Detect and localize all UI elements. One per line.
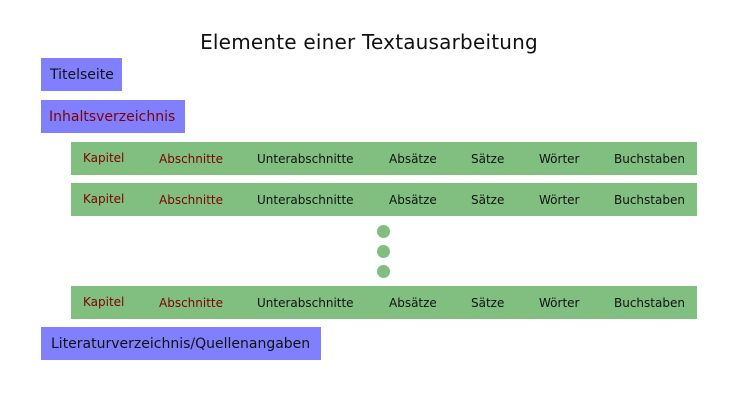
cell-buchstaben: Buchstaben: [614, 192, 685, 207]
cell-abschnitte: Abschnitte: [159, 192, 224, 207]
cell-woerter: Wörter: [539, 192, 580, 207]
row-2: Kapitel Abschnitte Unterabschnitte Absät…: [71, 183, 697, 216]
cell-absaetze: Absätze: [389, 295, 437, 310]
ellipsis-dot: [377, 225, 390, 238]
cell-kapitel: Kapitel: [83, 150, 125, 165]
cell-kapitel: Kapitel: [83, 191, 125, 206]
box-inhaltsverzeichnis: Inhaltsverzeichnis: [41, 100, 185, 133]
cell-woerter: Wörter: [539, 151, 580, 166]
ellipsis-dot: [377, 245, 390, 258]
diagram-title: Elemente einer Textausarbeitung: [200, 30, 538, 54]
row-3: Kapitel Abschnitte Unterabschnitte Absät…: [71, 286, 697, 319]
box-literaturverzeichnis-label: Literaturverzeichnis/Quellenangaben: [51, 335, 311, 352]
box-literaturverzeichnis: Literaturverzeichnis/Quellenangaben: [41, 327, 321, 360]
cell-saetze: Sätze: [471, 151, 505, 166]
cell-unterabschnitte: Unterabschnitte: [257, 295, 354, 310]
ellipsis-dot: [377, 265, 390, 278]
cell-unterabschnitte: Unterabschnitte: [257, 151, 354, 166]
cell-unterabschnitte: Unterabschnitte: [257, 192, 354, 207]
cell-saetze: Sätze: [471, 295, 505, 310]
cell-abschnitte: Abschnitte: [159, 151, 224, 166]
cell-absaetze: Absätze: [389, 192, 437, 207]
cell-abschnitte: Abschnitte: [159, 295, 224, 310]
box-titelseite: Titelseite: [41, 58, 122, 91]
row-1: Kapitel Abschnitte Unterabschnitte Absät…: [71, 142, 697, 175]
box-inhaltsverzeichnis-label: Inhaltsverzeichnis: [49, 108, 176, 125]
box-titelseite-label: Titelseite: [50, 66, 114, 83]
cell-woerter: Wörter: [539, 295, 580, 310]
cell-absaetze: Absätze: [389, 151, 437, 166]
cell-kapitel: Kapitel: [83, 294, 125, 309]
cell-buchstaben: Buchstaben: [614, 151, 685, 166]
cell-saetze: Sätze: [471, 192, 505, 207]
cell-buchstaben: Buchstaben: [614, 295, 685, 310]
